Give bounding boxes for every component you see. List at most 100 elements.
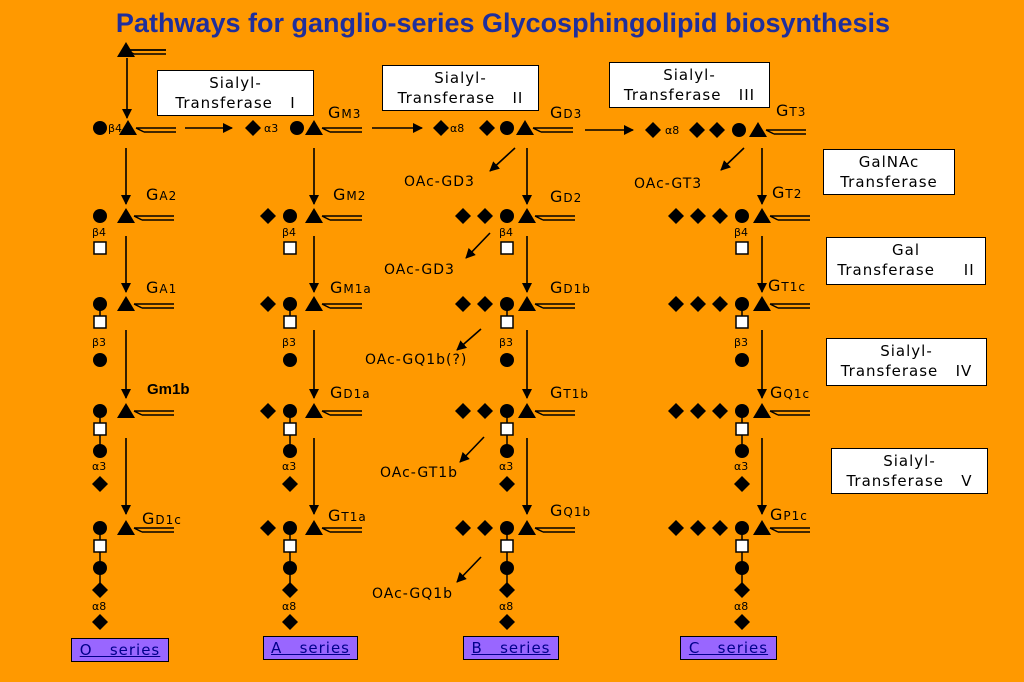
compound-label-gp1c: GP1c [770, 505, 808, 524]
sugar-diamond [690, 403, 706, 419]
oac-label: OAc-GQ1b [372, 586, 453, 602]
sugar-circle [283, 521, 297, 535]
compound-label-gq1c: GQ1c [770, 383, 810, 402]
series-label-c: C series [680, 636, 777, 660]
reaction-arrow [465, 232, 491, 259]
sugar-diamond [455, 403, 471, 419]
sugar-circle [93, 561, 107, 575]
sugar-triangle [518, 520, 536, 535]
enzyme-label-line1: Sialyl- [434, 69, 487, 87]
sugar-diamond [668, 296, 684, 312]
sugar-diamond [499, 582, 515, 598]
sugar-triangle [117, 403, 135, 418]
sugar-square [735, 315, 749, 329]
sugar-circle [93, 404, 107, 418]
ceramide-tail [765, 129, 806, 135]
sugar-diamond [282, 476, 298, 492]
ceramide-tail [321, 127, 362, 133]
ceramide-tail [321, 410, 362, 416]
sugar-square [735, 241, 749, 255]
sugar-triangle [518, 208, 536, 223]
sugar-triangle [753, 208, 771, 223]
sugar-diamond [260, 208, 276, 224]
enzyme-sialyltransferase-4: Sialyl-Transferase IV [826, 338, 987, 386]
linkage-label: α3 [264, 122, 278, 135]
enzyme-label-line2: Transferase I [175, 94, 296, 112]
enzyme-label-line2: Transferase IV [840, 362, 973, 380]
sugar-diamond [712, 403, 728, 419]
sugar-diamond [668, 520, 684, 536]
reaction-arrow [456, 556, 482, 583]
sugar-diamond [477, 520, 493, 536]
sugar-triangle [749, 122, 767, 137]
sugar-diamond [689, 122, 705, 138]
sugar-triangle [753, 520, 771, 535]
sugar-triangle [753, 296, 771, 311]
sugar-diamond [690, 296, 706, 312]
sugar-square [283, 539, 297, 553]
ceramide-tail [125, 49, 166, 55]
compound-label-gt3: GT3 [776, 101, 806, 120]
sugar-triangle [305, 208, 323, 223]
ceramide-tail [321, 527, 362, 533]
linkage-label: β3 [92, 336, 106, 349]
sugar-square [283, 422, 297, 436]
enzyme-label-line1: Sialyl- [883, 452, 936, 470]
oac-label: OAc-GT1b [380, 465, 458, 481]
linkage-label: α8 [499, 600, 513, 613]
sugar-diamond [499, 476, 515, 492]
sugar-diamond [645, 122, 661, 138]
sugar-diamond [734, 582, 750, 598]
reaction-arrow [456, 328, 482, 351]
sugar-diamond [499, 614, 515, 630]
reaction-arrow [459, 436, 485, 463]
oac-label: OAc-GT3 [634, 176, 702, 192]
sugar-circle [500, 444, 514, 458]
sugar-circle [500, 404, 514, 418]
sugar-triangle [518, 403, 536, 418]
reaction-arrow [489, 147, 516, 172]
ceramide-tail [769, 410, 810, 416]
sugar-diamond [712, 208, 728, 224]
sugar-circle [732, 123, 746, 137]
linkage-label: β4 [92, 226, 106, 239]
compound-label-gd1c: GD1c [142, 509, 182, 528]
sugar-triangle [117, 520, 135, 535]
linkage-label: α3 [499, 460, 513, 473]
sugar-circle [283, 353, 297, 367]
linkage-label: α8 [92, 600, 106, 613]
enzyme-label-line1: Gal [892, 241, 920, 259]
sugar-circle [500, 561, 514, 575]
ceramide-tail [133, 527, 174, 533]
ceramide-tail [321, 215, 362, 221]
ceramide-tail [135, 127, 176, 133]
ceramide-tail [532, 127, 573, 133]
linkage-label: α8 [665, 124, 679, 137]
reaction-arrow [720, 147, 745, 171]
sugar-diamond [92, 614, 108, 630]
ceramide-tail [769, 215, 810, 221]
sugar-circle [500, 209, 514, 223]
enzyme-label-line2: Transferase II [837, 261, 975, 279]
sugar-circle [93, 353, 107, 367]
sugar-diamond [455, 296, 471, 312]
sugar-circle [735, 521, 749, 535]
linkage-label: α8 [450, 122, 464, 135]
sugar-diamond [455, 520, 471, 536]
enzyme-label-line1: Sialyl- [663, 66, 716, 84]
sugar-square [93, 315, 107, 329]
sugar-triangle [305, 120, 323, 135]
linkage-label: α3 [92, 460, 106, 473]
sugar-square [735, 539, 749, 553]
sugar-square [283, 315, 297, 329]
enzyme-sialyltransferase-3: Sialyl-Transferase III [609, 62, 770, 108]
compound-label-ga2: GA2 [146, 185, 177, 204]
linkage-label: β4 [108, 122, 122, 135]
sugar-circle [500, 297, 514, 311]
sugar-diamond [92, 476, 108, 492]
ceramide-tail [321, 303, 362, 309]
enzyme-sialyltransferase-5: Sialyl-Transferase V [831, 448, 988, 494]
linkage-label: α3 [282, 460, 296, 473]
linkage-label: β3 [734, 336, 748, 349]
